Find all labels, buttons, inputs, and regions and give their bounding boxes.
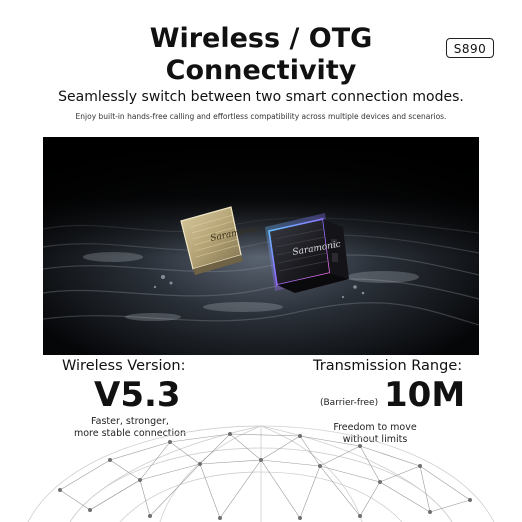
- wireless-note-line-2: more stable connection: [73, 428, 186, 439]
- wireless-version-label: Wireless Version:: [62, 358, 186, 374]
- model-badge: S890: [446, 38, 494, 58]
- subtitle: Seamlessly switch between two smart conn…: [58, 89, 464, 105]
- page-title-line-2: Connectivity: [165, 55, 357, 86]
- black-receiver-device: Saramonic: [265, 213, 349, 293]
- wireless-version-value: V5.3: [94, 375, 181, 415]
- range-note-line-2: without limits: [342, 434, 408, 445]
- page-title-line-1: Wireless / OTG: [149, 23, 373, 54]
- transmission-range-label: Transmission Range:: [313, 358, 463, 374]
- network-globe-icon: [27, 425, 495, 522]
- hero-scene: Saramonic Saramonic: [43, 137, 479, 355]
- hero-product-image: Saramonic Saramonic: [43, 137, 479, 355]
- range-note-line-1: Freedom to move: [333, 422, 417, 433]
- barrier-free-prefix: (Barrier-free): [320, 398, 379, 408]
- gold-receiver-device: Saramonic: [180, 206, 259, 275]
- wireless-note-line-1: Faster, stronger,: [91, 416, 169, 427]
- transmission-range-value: 10M: [384, 375, 466, 415]
- subtext: Enjoy built-in hands-free calling and ef…: [75, 112, 447, 121]
